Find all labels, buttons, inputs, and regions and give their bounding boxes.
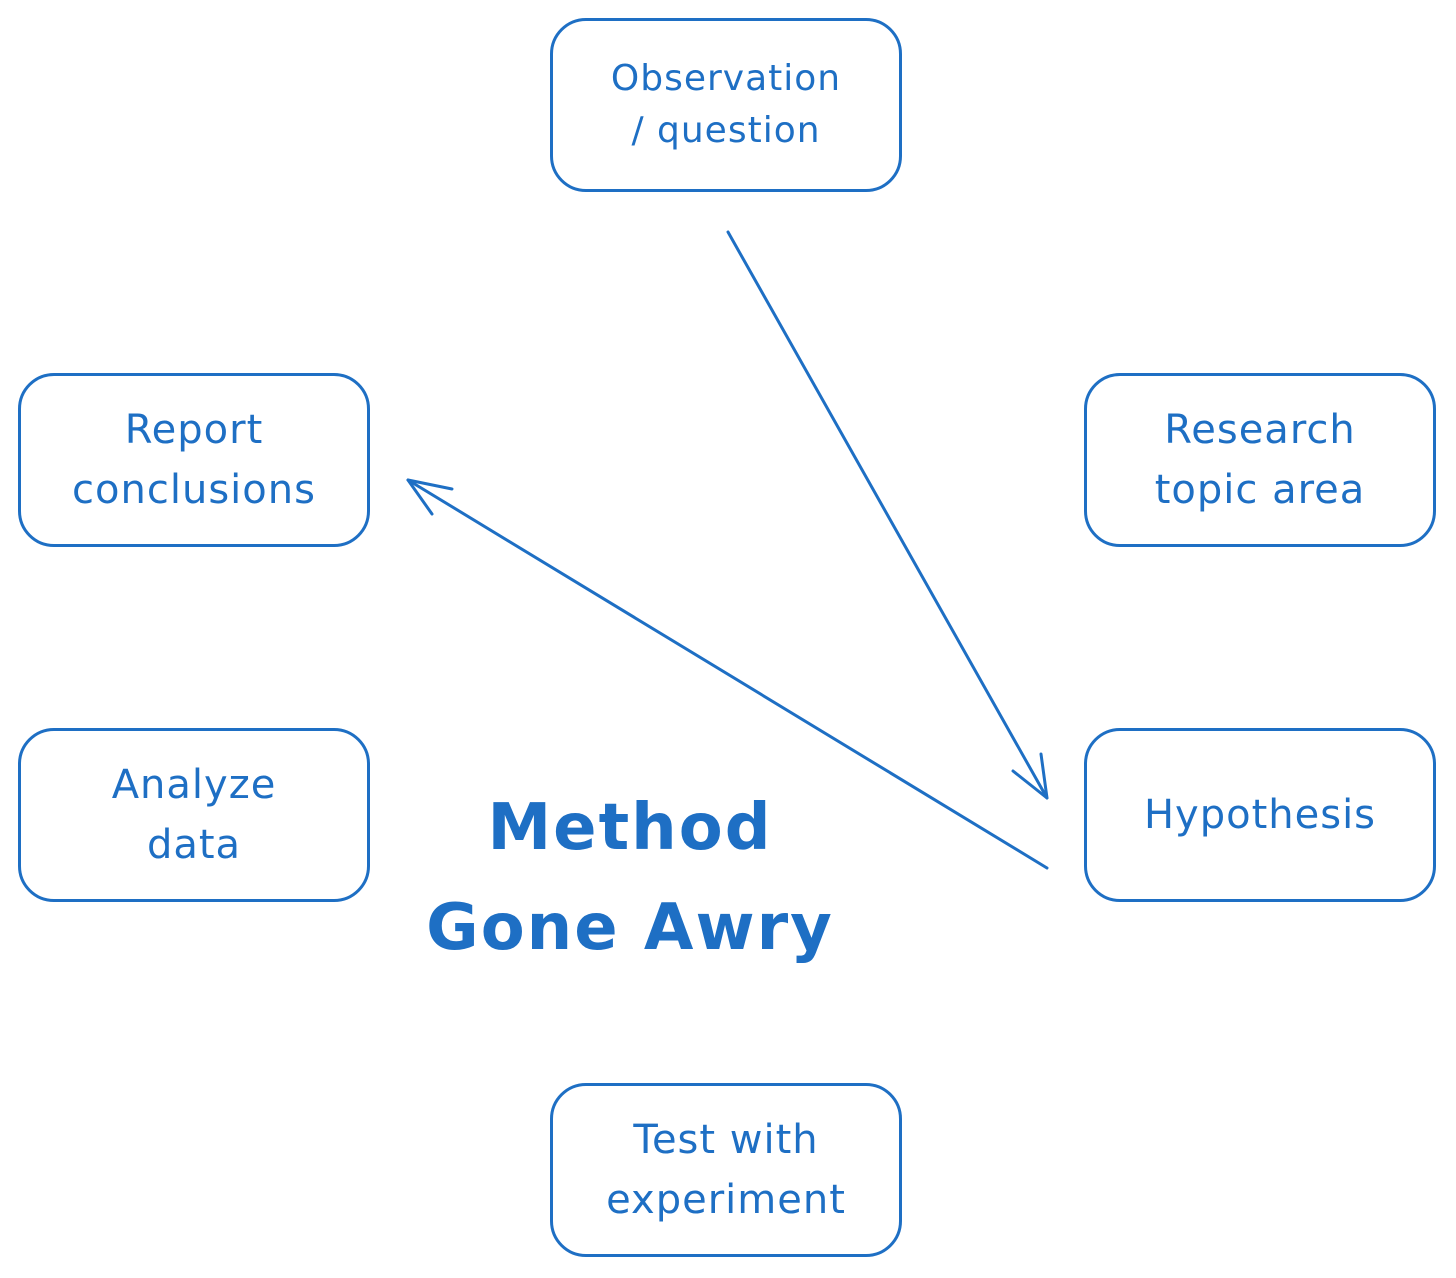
arrow-observation-to-hypothesis xyxy=(726,230,1049,800)
node-report-label: Report conclusions xyxy=(72,407,316,513)
node-research-label: Research topic area xyxy=(1154,407,1366,513)
arrow-hypothesis-to-report xyxy=(406,478,1049,870)
node-hypothesis-label: Hypothesis xyxy=(1143,792,1377,838)
node-observation-question: Observation / question xyxy=(550,18,902,192)
diagram-title: Method Gone Awry xyxy=(426,791,834,965)
node-observation-label: Observation / question xyxy=(610,57,842,151)
node-research-topic-area: Research topic area xyxy=(1084,373,1436,547)
node-test-label: Test with experiment xyxy=(606,1117,846,1223)
node-analyze-data: Analyze data xyxy=(18,728,370,902)
node-analyze-label: Analyze data xyxy=(111,762,277,868)
node-test-with-experiment: Test with experiment xyxy=(550,1083,902,1257)
node-hypothesis: Hypothesis xyxy=(1084,728,1436,902)
node-report-conclusions: Report conclusions xyxy=(18,373,370,547)
